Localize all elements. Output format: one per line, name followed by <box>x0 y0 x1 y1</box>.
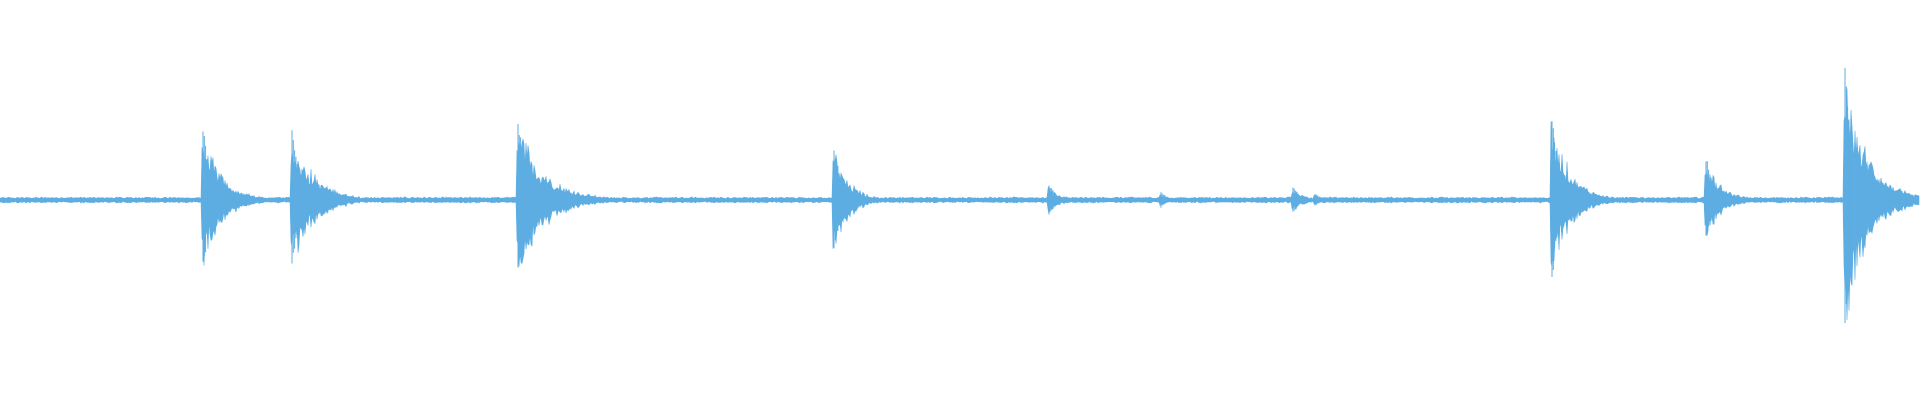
waveform-trace <box>0 68 1920 323</box>
waveform-envelope <box>0 88 1920 321</box>
